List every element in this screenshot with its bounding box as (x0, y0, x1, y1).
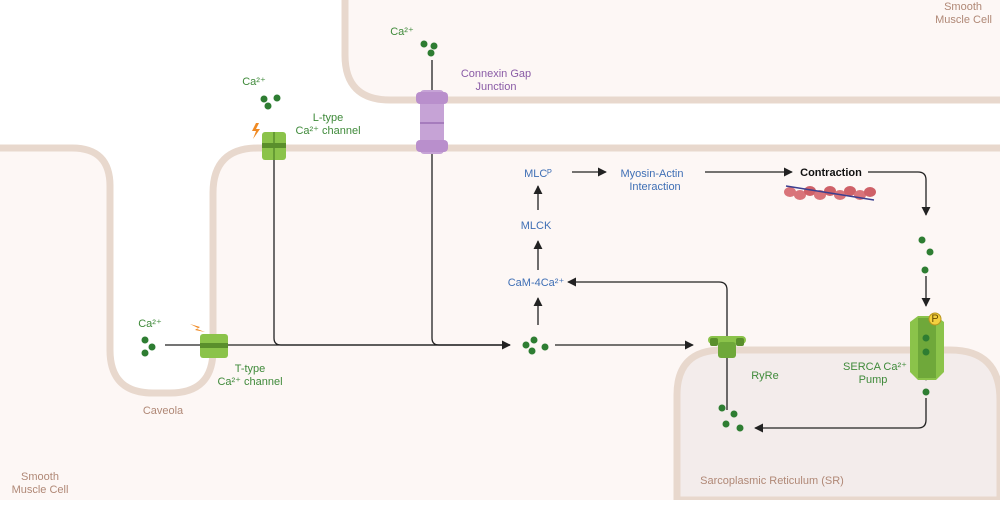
phosphate-icon (928, 312, 942, 326)
serca-label-line1: SERCA Ca²⁺ (843, 361, 907, 373)
bottom-cell-label-line1: Smooth (21, 471, 59, 483)
phosphate-label: P (931, 313, 938, 325)
top-smooth-muscle-cell (341, 0, 1000, 104)
myosin-actin-label-line2: Interaction (629, 181, 680, 193)
serca-pump-icon (910, 312, 944, 380)
actin-myosin-filament-icon (784, 185, 876, 201)
caveola-label: Caveola (143, 405, 184, 417)
contraction-label: Contraction (800, 167, 862, 179)
sr-label: Sarcoplasmic Reticulum (SR) (700, 475, 844, 487)
sarcoplasmic-reticulum (673, 346, 1000, 504)
pathway-arrows (165, 60, 931, 433)
mlcp-label: MLCᴾ (524, 168, 552, 180)
myosin-actin-label-line1: Myosin-Actin (621, 168, 684, 180)
ca-gap-label: Ca²⁺ (390, 26, 414, 38)
ltype-label-line1: L-type (313, 112, 344, 124)
top-cell-label-line1: Smooth (944, 1, 982, 13)
ca-ltype-label: Ca²⁺ (242, 76, 266, 88)
sr-return-arrow (754, 398, 927, 433)
connexin-label-line2: Junction (476, 81, 517, 93)
serca-label-line2: Pump (859, 374, 888, 386)
contraction-to-ions-arrow (868, 171, 931, 216)
ltype-label-line2: Ca²⁺ channel (295, 125, 360, 137)
lightning-bolt-icon (252, 123, 260, 139)
bottom-cell-label-line2: Muscle Cell (12, 484, 69, 496)
ca-ttype-label: Ca²⁺ (138, 318, 162, 330)
ttype-label-line1: T-type (235, 363, 266, 375)
t-type-channel-icon (200, 334, 228, 358)
ttype-label-line2: Ca²⁺ channel (217, 376, 282, 388)
l-type-channel-icon (262, 132, 286, 160)
gap-junction-icon (416, 90, 448, 154)
ryre-to-cam-arrow (567, 277, 728, 410)
mlck-label: MLCK (521, 220, 552, 232)
cam-label: CaM-4Ca²⁺ (508, 277, 565, 289)
ryanodine-receptor-icon (708, 336, 746, 358)
connexin-label-line1: Connexin Gap (461, 68, 531, 80)
ryre-label: RyRe (751, 370, 779, 382)
lightning-bolt-icon (190, 324, 205, 332)
calcium-ion-icon (141, 40, 934, 432)
top-cell-label-line2: Muscle Cell (935, 14, 992, 26)
